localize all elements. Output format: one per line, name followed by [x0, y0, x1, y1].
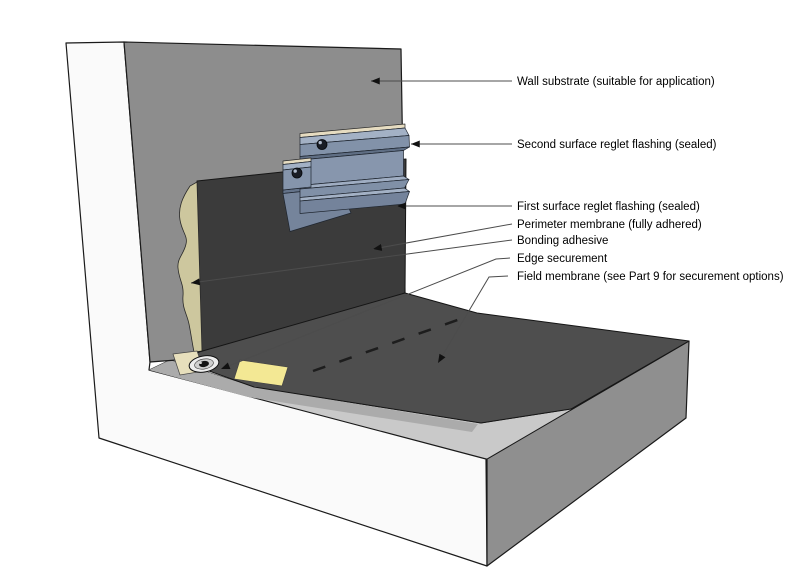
seam-plate [188, 355, 220, 373]
label-wall-substrate: Wall substrate (suitable for application… [517, 76, 715, 88]
label-edge-securement: Edge securement [517, 253, 608, 265]
bonding-adhesive-strip [177, 181, 203, 353]
leader-field-membrane [437, 275, 509, 364]
callout-leaders [190, 77, 513, 370]
label-perimeter-membrane: Perimeter membrane (fully adhered) [517, 219, 702, 231]
leader-bonding-adhesive [190, 239, 513, 286]
callout-labels: Wall substrate (suitable for application… [517, 76, 784, 283]
deck-top-border-shadow [149, 360, 478, 432]
leader-perimeter-membrane [372, 223, 513, 251]
label-first-surface-reglet: First surface reglet flashing (sealed) [517, 201, 700, 213]
reglet-fastener-screw [291, 167, 303, 179]
label-field-membrane: Field membrane (see Part 9 for securemen… [517, 271, 784, 283]
seam-adhesive-strip [233, 359, 289, 387]
first-surface-flashing [282, 157, 312, 191]
leader-edge-securement [220, 257, 511, 370]
label-second-surface-reglet: Second surface reglet flashing (sealed) [517, 139, 717, 151]
label-bonding-adhesive: Bonding adhesive [517, 235, 608, 247]
reglet-flashing-assembly [282, 123, 410, 232]
reglet-fastener-screw [316, 139, 328, 150]
second-surface-flashing [299, 123, 410, 214]
